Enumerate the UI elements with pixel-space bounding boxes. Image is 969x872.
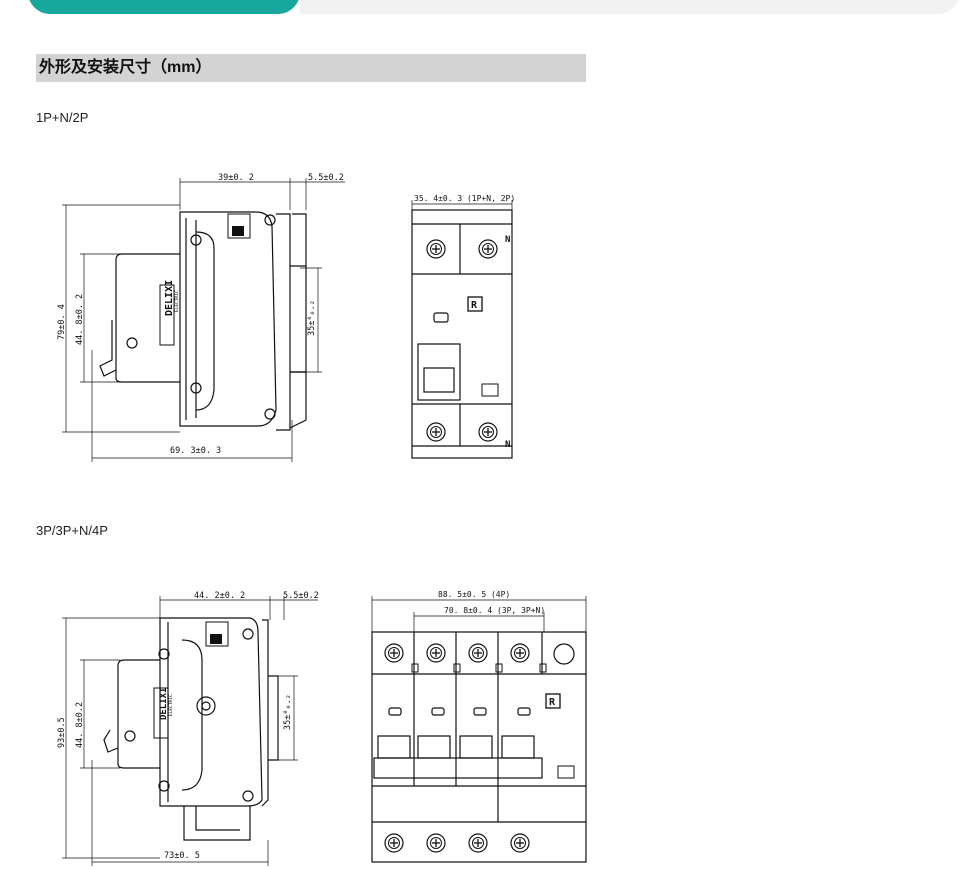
- dim-rail-2p: 5.5±0.2: [308, 173, 344, 183]
- dim-width-2p: 39±0. 2: [218, 173, 254, 183]
- dim-depth-4p: 73±0. 5: [164, 851, 200, 861]
- side-view-2p: [62, 178, 345, 462]
- dim-height-body-2p: 44. 8±0. 2: [75, 294, 85, 345]
- dim-front-width-4p: 88. 5±0. 5 (4P): [438, 590, 510, 599]
- group-label-4p: 3P/3P+N/4P: [36, 523, 108, 538]
- dim-height-total-2p: 79±0. 4: [57, 304, 67, 340]
- top-tab-active[interactable]: [28, 0, 300, 14]
- side-view-2p-labels: 39±0. 2 5.5±0.2 79±0. 4 44. 8±0. 2 35±⁰₀…: [57, 173, 344, 456]
- group-label-2p: 1P+N/2P: [36, 110, 89, 125]
- dim-height-body-4p: 44. 8±0.2: [75, 702, 85, 748]
- brand-logo-4p: DELIXI: [159, 687, 169, 720]
- brand-sub-2p: ELECTRIC: [174, 290, 180, 312]
- top-tab-bar: [300, 0, 960, 14]
- side-view-4p: [62, 596, 318, 866]
- front-view-2p: [411, 200, 513, 459]
- dim-front-width-3p: 70. 8±0. 4 (3P, 3P+N): [444, 606, 545, 615]
- dim-width-4p: 44. 2±0. 2: [194, 591, 245, 601]
- cert-mark-4p: R: [549, 697, 556, 708]
- front-view-4p: [371, 596, 587, 863]
- section-title: 外形及安装尺寸（mm）: [36, 54, 586, 82]
- neutral-mark-bottom-2p: N: [505, 440, 510, 450]
- side-view-4p-labels: 44. 2±0. 2 5.5±0.2 93±0.5 44. 8±0.2 35±⁰…: [57, 591, 319, 861]
- dim-height-total-4p: 93±0.5: [57, 717, 67, 748]
- front-view-4p-labels: 88. 5±0. 5 (4P) 70. 8±0. 4 (3P, 3P+N) R: [438, 590, 556, 708]
- dim-rail-width-2p: 35±⁰₀.₂: [307, 300, 317, 336]
- brand-sub-4p: ELECTRIC: [168, 694, 174, 716]
- dim-rail-4p: 5.5±0.2: [283, 591, 319, 601]
- dim-front-width-2p: 35. 4±0. 3 (1P+N, 2P): [414, 194, 515, 203]
- dim-rail-width-4p: 35±⁰₀.₂: [283, 694, 293, 730]
- neutral-mark-top-2p: N: [505, 235, 510, 245]
- cert-mark-2p: R: [471, 300, 478, 311]
- brand-logo-2p: DELIXI: [164, 280, 175, 316]
- dim-depth-2p: 69. 3±0. 3: [170, 446, 221, 456]
- front-view-2p-labels: 35. 4±0. 3 (1P+N, 2P) N N R: [414, 194, 515, 450]
